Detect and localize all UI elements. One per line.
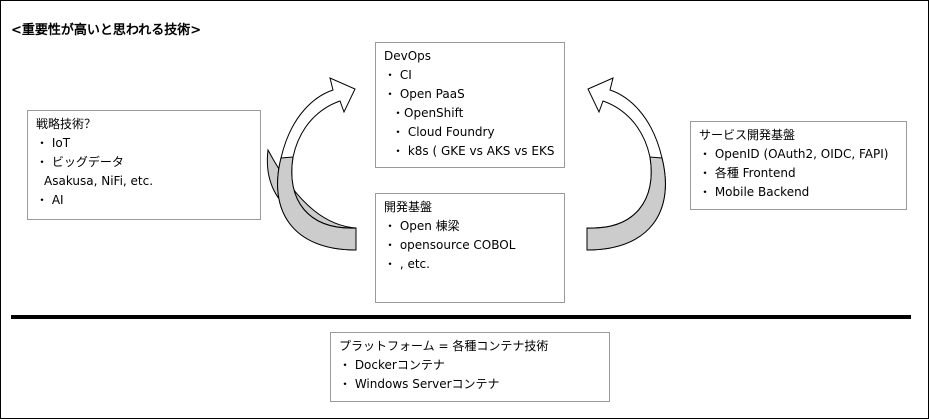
dev-platform-box: 開発基盤 ・ Open 棟梁 ・ opensource COBOL ・ , et… [375,193,565,303]
strategic-item-bigdata: ・ ビッグデータ [36,155,124,169]
devops-item-open-paas: ・ Open PaaS [384,87,465,101]
dev-platform-title: 開発基盤 [384,200,433,214]
devops-item-k8s: ・ k8s ( GKE vs AKS vs EKS [392,144,555,158]
dev-platform-item-etc: ・ , etc. [384,257,430,271]
service-platform-box: サービス開発基盤 ・ OpenID (OAuth2, OIDC, FAPI) ・… [690,121,907,210]
dev-platform-item-cobol: ・ opensource COBOL [384,238,516,252]
strategic-item-iot: ・ IoT [36,136,71,150]
container-platform-box: プラットフォーム = 各種コンテナ技術 ・ Dockerコンテナ ・ Windo… [330,332,610,402]
section-divider [11,315,911,319]
strategic-tech-box: 戦略技術？ ・ IoT ・ ビッグデータ Asakusa, NiFi, etc.… [27,110,261,220]
dev-platform-item-open-touryou: ・ Open 棟梁 [384,219,460,233]
service-item-mobile-backend: ・ Mobile Backend [699,185,810,199]
devops-box: DevOps ・ CI ・ Open PaaS ・OpenShift ・ Clo… [375,42,565,168]
container-item-docker: ・ Dockerコンテナ [339,358,445,372]
devops-item-ci: ・ CI [384,68,412,82]
devops-item-cloud-foundry: ・ Cloud Foundry [392,125,495,139]
container-item-windows-server: ・ Windows Serverコンテナ [339,377,500,391]
strategic-tech-title: 戦略技術？ [36,117,97,131]
container-platform-title: プラットフォーム = 各種コンテナ技術 [339,339,549,353]
left-curved-arrow-underside [277,156,357,251]
service-platform-title: サービス開発基盤 [699,128,796,142]
service-item-frontend: ・ 各種 Frontend [699,166,796,180]
diagram-heading: <重要性が高いと思われる技術> [11,23,202,38]
strategic-item-ai: ・ AI [36,193,64,207]
right-curved-arrow-underside [586,156,666,251]
devops-title: DevOps [384,49,432,63]
service-item-openid: ・ OpenID (OAuth2, OIDC, FAPI) [699,147,889,161]
devops-item-openshift: ・OpenShift [392,106,464,120]
strategic-item-bigdata-tools: Asakusa, NiFi, etc. [44,174,154,188]
